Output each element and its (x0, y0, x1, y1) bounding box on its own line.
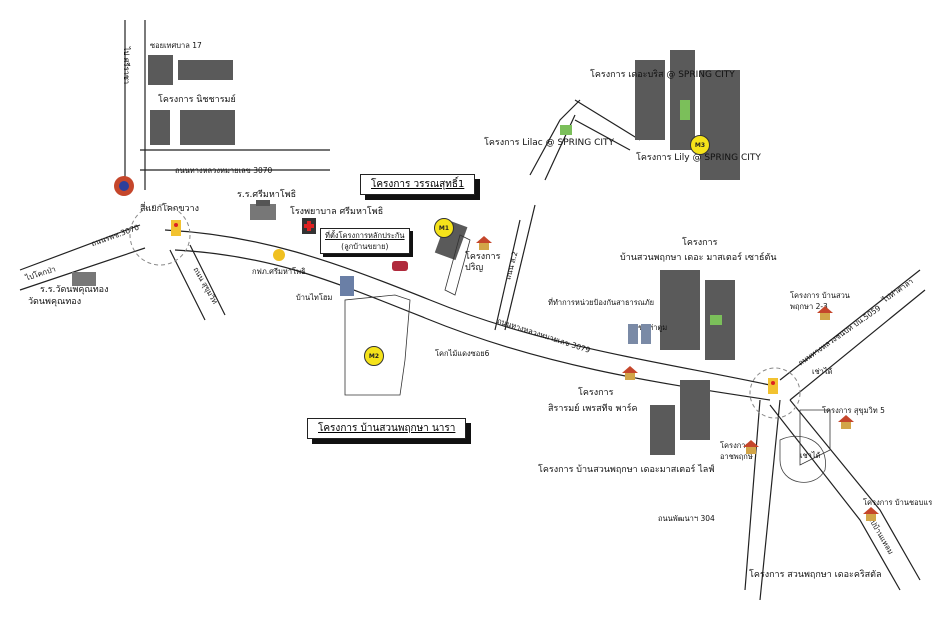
road-local-label: ถนนพัฒนาฯ 304 (658, 514, 715, 523)
house-icon (743, 440, 759, 454)
car-icon (392, 261, 408, 271)
parcels (344, 234, 831, 466)
project-wannasut: โครงการ วรรณสุทธิ์1 (360, 174, 476, 195)
project-acha: โครงการ อาชพฤกษ์ (720, 441, 753, 461)
project-nicharam: โครงการ นิชชารมย์ (158, 95, 236, 105)
house-icon (817, 306, 833, 320)
project-dream: โครงการ เดอะบริส @ SPRING CITY (590, 70, 735, 80)
road-soi17-label: ซอยเทศบาล 17 (150, 41, 202, 50)
housing-blocks (148, 50, 740, 455)
roads (19, 20, 926, 601)
homepro-label: บ้านไทโฮม (296, 293, 333, 302)
project-lilac: โครงการ Lilac @ SPRING CITY (484, 138, 615, 148)
sales-office-label: ที่ตั้งโครงการหลักประกัน (325, 231, 405, 240)
junction-circle-east (749, 367, 801, 419)
road-hw3070-label: ถนนทางหลวงหมายเลข 3070 (175, 166, 273, 175)
house-icon (622, 366, 638, 380)
project-suanpruksa: โครงการ สวนพฤกษา เดอะคริสตัล (749, 570, 882, 580)
lake (779, 435, 826, 483)
marker-m2[interactable]: M2 (364, 346, 384, 366)
rescue-label: ที่ทำการหน่วยป้องกันสาธารณภัย (548, 298, 655, 307)
house-icon (838, 415, 854, 429)
soi6-label: โคกไม้แดงซอย6 (435, 349, 490, 358)
traffic-light-icon (171, 220, 181, 236)
hospital-school-label: ร.ร.ศรีมหาโพธิ (237, 190, 297, 200)
project-acha2: โครงการ บ้านสวนพฤกษา 2-3 (790, 291, 850, 311)
project-sirarom-a: โครงการ (578, 388, 614, 398)
rent-label-2: เช่าได้ (800, 451, 821, 460)
rent-label-1: เช่าได้ (812, 367, 833, 376)
house-icon (476, 236, 492, 250)
project-chodpeng: โครงการ บ้านชอบแร (863, 498, 933, 507)
school-label: ร.ร.วัดนพคุณทอง (40, 285, 109, 295)
office-label: กฟภ.ศรีมหาโพธิ (252, 267, 306, 276)
building-icon (250, 200, 276, 220)
project-sirarom-b: สิรารมย์ เพรสทีจ พาร์ค (548, 404, 638, 414)
project-narasa: โครงการ บ้านสวนพฤกษา นารา (307, 418, 467, 439)
store-icon (340, 276, 354, 296)
police-icon (628, 324, 651, 344)
traffic-light-icon (768, 378, 778, 394)
project-pirin: โครงการ ปริญ (465, 252, 501, 273)
school-icon (72, 272, 96, 286)
marker-m3[interactable]: M3 (690, 135, 710, 155)
project-garden-b: บ้านสวนพฤกษา เดอะ มาสเตอร์ เซาธ์ตัน (620, 253, 777, 263)
sales-office-sub: (ลูกบ้านขยาย) (341, 242, 389, 251)
project-sukhumvit: โครงการ สุขุมวิท 5 (822, 406, 885, 415)
junction-label: สี่แยกโคกขวาง (140, 204, 199, 214)
project-lily: โครงการ Lily @ SPRING CITY (636, 153, 761, 163)
road-north-label: ไป ศรีราชา (122, 46, 132, 85)
marker-m1[interactable]: M1 (434, 218, 454, 238)
house-icon (863, 507, 879, 521)
junction-circle-west (129, 204, 191, 266)
temple-label: วัดนพคุณทอง (28, 297, 82, 307)
sales-office-box: ที่ตั้งโครงการหลักประกัน (ลูกบ้านขยาย) (320, 228, 410, 254)
hospital-icon (302, 218, 316, 234)
project-masterlife: โครงการ บ้านสวนพฤกษา เดอะมาสเตอร์ ไลฟ์ (538, 465, 715, 475)
gas-station-icon (114, 176, 134, 196)
hospital-label: โรงพยาบาล ศรีมหาโพธิ (290, 207, 384, 217)
green-areas (560, 100, 722, 325)
project-garden-a: โครงการ (682, 238, 718, 248)
sun-icon (273, 249, 285, 261)
